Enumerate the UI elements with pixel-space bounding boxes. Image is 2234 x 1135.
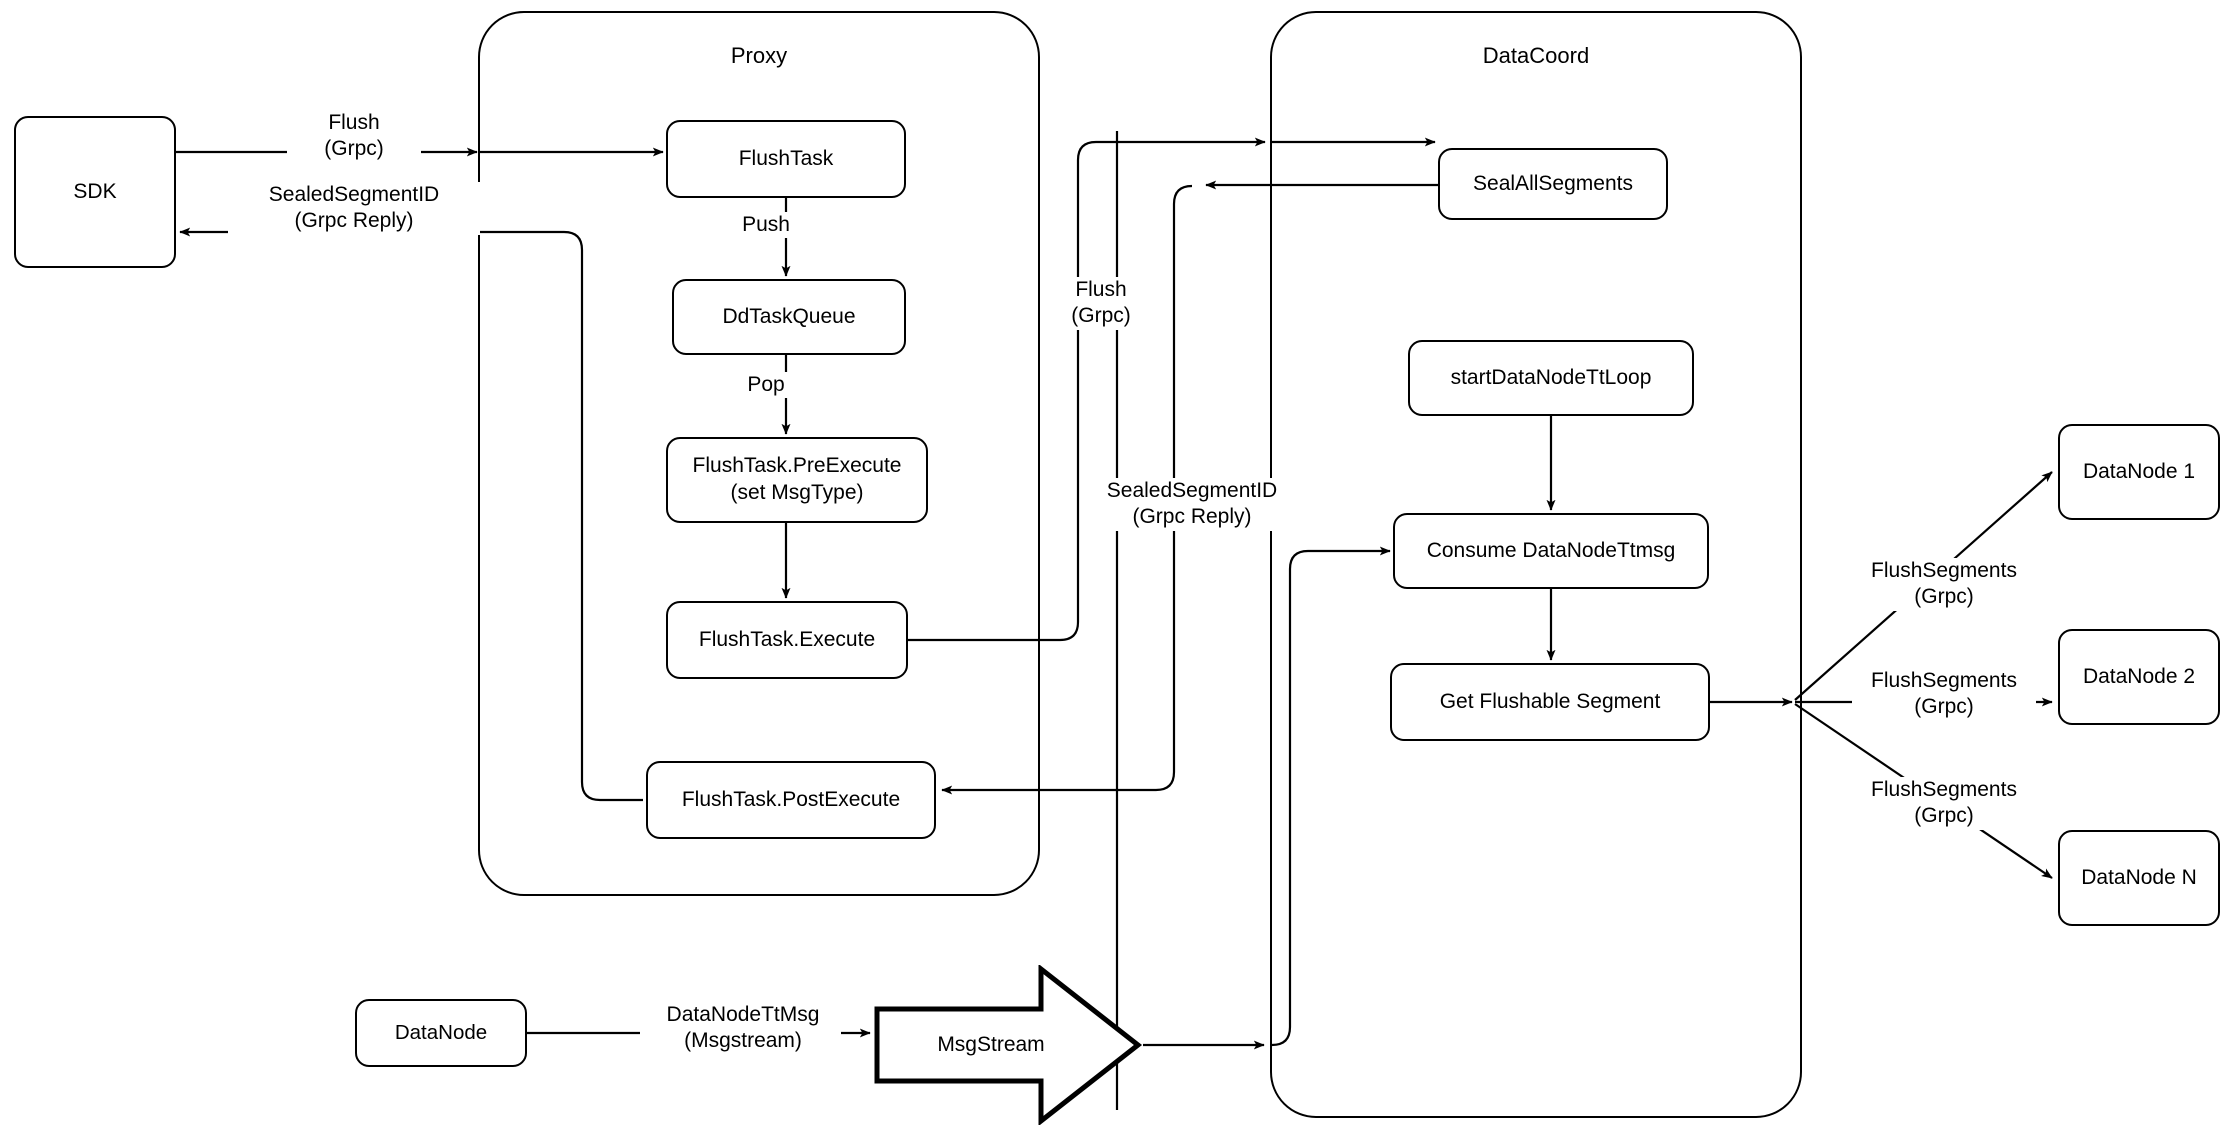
node-msgstream[interactable]: MsgStream bbox=[873, 965, 1143, 1125]
edge-label-sealedsegmentid-sdk: SealedSegmentID (Grpc Reply) bbox=[228, 182, 480, 235]
node-datanode-2-label: DataNode 2 bbox=[2082, 664, 2196, 688]
node-sdk[interactable]: SDK bbox=[14, 116, 176, 268]
node-flushtask-execute[interactable]: FlushTask.Execute bbox=[666, 601, 908, 679]
edge-label-datanodettmsg: DataNodeTtMsg (Msgstream) bbox=[645, 1002, 841, 1055]
edge-label-sealedsegmentid-proxy: SealedSegmentID (Grpc Reply) bbox=[1084, 478, 1300, 531]
node-datanode-2[interactable]: DataNode 2 bbox=[2058, 629, 2220, 725]
node-ddtaskqueue-label: DdTaskQueue bbox=[722, 304, 856, 328]
node-startdatanodettloop-label: startDataNodeTtLoop bbox=[1450, 365, 1652, 389]
node-flushtask-postexecute[interactable]: FlushTask.PostExecute bbox=[646, 761, 936, 839]
node-ddtaskqueue[interactable]: DdTaskQueue bbox=[672, 279, 906, 355]
container-datacoord bbox=[1270, 11, 1802, 1118]
edge-label-pop: Pop bbox=[720, 372, 812, 399]
node-sdk-label: SDK bbox=[73, 179, 117, 203]
node-consume-datanodettmsg-label: Consume DataNodeTtmsg bbox=[1426, 538, 1676, 562]
node-datanode-source[interactable]: DataNode bbox=[355, 999, 527, 1067]
node-sealallsegments-label: SealAllSegments bbox=[1473, 171, 1633, 195]
node-get-flushable-segment[interactable]: Get Flushable Segment bbox=[1390, 663, 1710, 741]
container-proxy-title: Proxy bbox=[730, 43, 788, 68]
edge-label-flush-grpc-sdk: Flush (Grpc) bbox=[287, 110, 421, 163]
node-msgstream-label: MsgStream bbox=[937, 1033, 1045, 1056]
node-datanode-1-label: DataNode 1 bbox=[2082, 459, 2196, 483]
node-flushtask[interactable]: FlushTask bbox=[666, 120, 906, 198]
edge-label-flushsegments-1: FlushSegments (Grpc) bbox=[1852, 558, 2036, 611]
node-flushtask-preexecute[interactable]: FlushTask.PreExecute (set MsgType) bbox=[666, 437, 928, 523]
node-datanode-1[interactable]: DataNode 1 bbox=[2058, 424, 2220, 520]
node-datanode-n[interactable]: DataNode N bbox=[2058, 830, 2220, 926]
node-datanode-source-label: DataNode bbox=[394, 1020, 488, 1044]
node-flushtask-postexecute-label: FlushTask.PostExecute bbox=[681, 787, 901, 811]
container-proxy bbox=[478, 11, 1040, 896]
container-datacoord-title: DataCoord bbox=[1482, 43, 1590, 68]
node-flushtask-execute-label: FlushTask.Execute bbox=[698, 627, 876, 651]
edge-label-flush-grpc-proxy: Flush (Grpc) bbox=[1040, 277, 1162, 330]
node-flushtask-label: FlushTask bbox=[738, 146, 834, 170]
node-get-flushable-segment-label: Get Flushable Segment bbox=[1439, 689, 1661, 713]
msgstream-arrow-shape bbox=[874, 965, 1143, 1125]
node-consume-datanodettmsg[interactable]: Consume DataNodeTtmsg bbox=[1393, 513, 1709, 589]
node-startdatanodettloop[interactable]: startDataNodeTtLoop bbox=[1408, 340, 1694, 416]
edge-label-flushsegments-n: FlushSegments (Grpc) bbox=[1852, 777, 2036, 830]
node-flushtask-preexecute-label: FlushTask.PreExecute (set MsgType) bbox=[692, 454, 902, 504]
edge-label-push: Push bbox=[716, 212, 816, 239]
node-sealallsegments[interactable]: SealAllSegments bbox=[1438, 148, 1668, 220]
edge-label-flushsegments-2: FlushSegments (Grpc) bbox=[1852, 668, 2036, 721]
node-datanode-n-label: DataNode N bbox=[2081, 865, 2197, 889]
